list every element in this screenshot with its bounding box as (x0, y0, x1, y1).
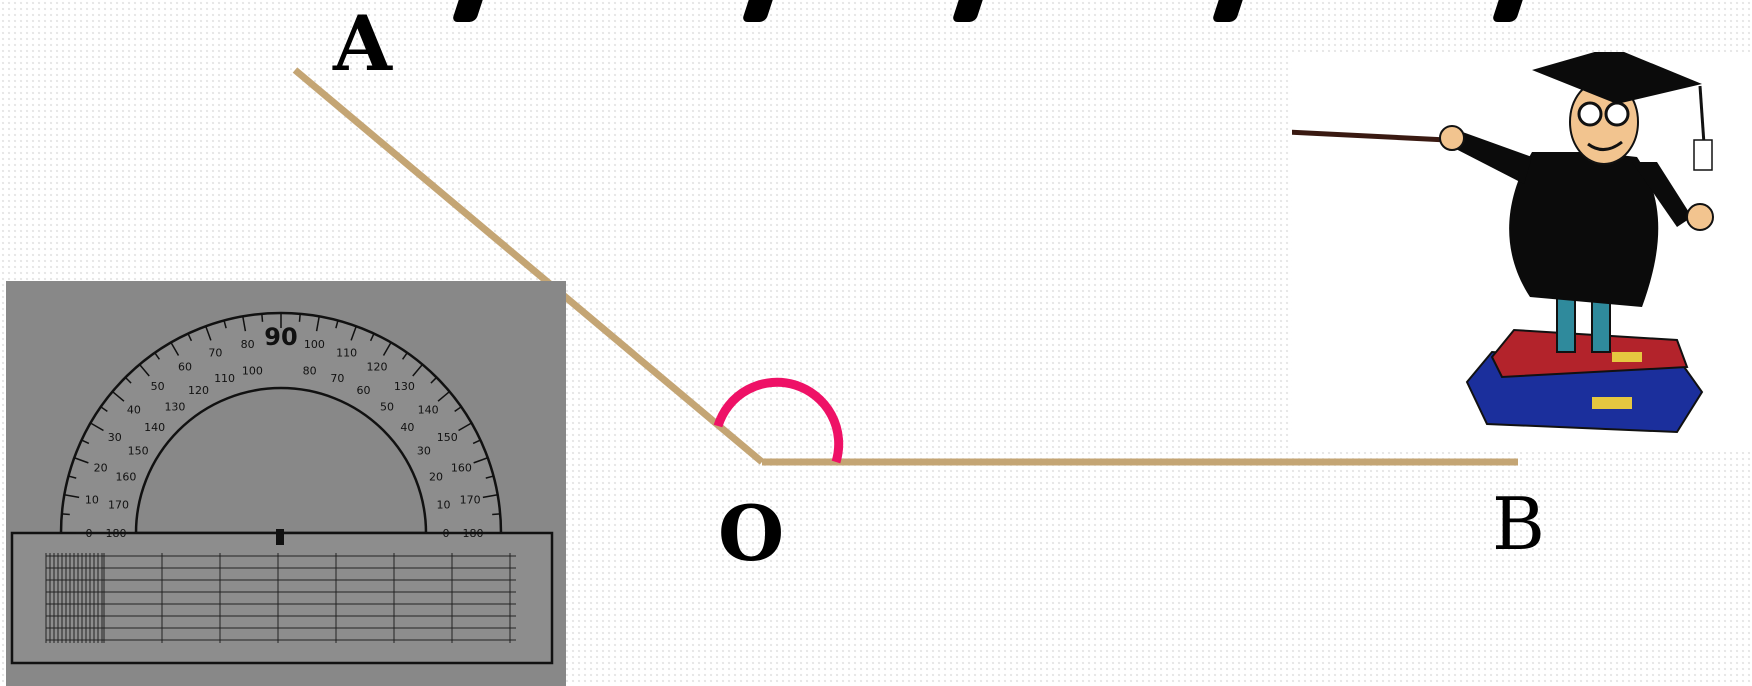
protractor-tick (350, 326, 357, 341)
protractor-inner-label: 30 (417, 445, 431, 458)
protractor-tick (205, 326, 212, 341)
protractor-tick (139, 363, 150, 377)
protractor-tick (223, 320, 227, 329)
protractor-tick (111, 391, 125, 402)
protractor-tick (492, 513, 501, 516)
mortarboard-icon (1532, 47, 1702, 104)
teacher-graduate-clipart (1284, 47, 1752, 452)
protractor-tick (242, 316, 247, 332)
protractor-outer-label: 150 (437, 431, 458, 444)
protractor-tick (315, 316, 320, 332)
protractor-outer-label: 170 (460, 494, 481, 507)
protractor-inner-label: 80 (303, 365, 317, 378)
protractor-inner-label: 50 (380, 401, 394, 414)
protractor-tick (458, 422, 472, 432)
protractor-inner-label: 130 (164, 401, 185, 414)
ray-oa (292, 67, 765, 465)
protractor-outer-label: 140 (418, 404, 439, 417)
protractor-outer-label: 50 (151, 380, 165, 393)
protractor-inner-label: 60 (357, 384, 371, 397)
protractor-tick (430, 376, 438, 384)
protractor-tick (412, 363, 423, 377)
protractor-tick (170, 342, 180, 356)
protractor-inner-label: 140 (144, 421, 165, 434)
protractor-tick (382, 342, 392, 356)
protractor-outer-label: 70 (208, 347, 222, 360)
protractor-inner-label: 160 (115, 471, 136, 484)
books-icon (1465, 328, 1704, 434)
protractor-tick (100, 406, 108, 413)
protractor-base (10, 531, 554, 665)
protractor-tick (187, 333, 193, 342)
protractor-tick (90, 422, 104, 432)
protractor-tick (482, 494, 498, 499)
point-b-label: B (1492, 482, 1545, 566)
protractor-inner-label: 100 (242, 365, 263, 378)
protractor-inner-label: 150 (128, 445, 149, 458)
protractor-outer-label: 30 (108, 431, 122, 444)
protractor-tick (454, 406, 462, 413)
protractor-inner-label: 70 (330, 372, 344, 385)
protractor-tick (68, 475, 77, 479)
protractor-tick (473, 457, 488, 464)
protractor-inner-label: 120 (188, 384, 209, 397)
protractor-outer-label: 10 (85, 494, 99, 507)
protractor-tick (74, 457, 89, 464)
protractor-inner-label: 180 (106, 527, 127, 540)
protractor-tick (61, 513, 70, 516)
angle-arc (713, 377, 844, 464)
protractor-tick (261, 313, 264, 322)
protractor-outer-label: 0 (86, 527, 93, 540)
protractor-outer-label: 100 (304, 338, 325, 351)
robe-icon (1509, 152, 1659, 307)
protractor-outer-label: 180 (463, 527, 484, 540)
protractor-tick (64, 494, 80, 499)
protractor-inner-label: 10 (436, 498, 450, 511)
protractor-inner-label: 40 (400, 421, 414, 434)
protractor-tick (81, 439, 90, 445)
protractor-inner-label: 20 (429, 471, 443, 484)
protractor-outer-label: 120 (367, 361, 388, 374)
protractor-tick (298, 313, 301, 322)
protractor-inner-arc (134, 386, 428, 535)
pointer-stick-icon (1284, 129, 1450, 143)
protractor-tick (335, 320, 339, 329)
protractor-inner-label: 170 (108, 498, 129, 511)
protractor-tick (154, 352, 161, 360)
protractor-outer-label: 40 (127, 404, 141, 417)
protractor-outer-label: 80 (241, 338, 255, 351)
protractor-outer-label: 110 (336, 347, 357, 360)
point-a-label: A (333, 0, 392, 88)
protractor-center-mark (276, 529, 284, 545)
protractor-tick (369, 333, 375, 342)
point-o-label: O (718, 489, 785, 578)
protractor-outer-label: 60 (178, 361, 192, 374)
protractor-outer-label: 160 (451, 461, 472, 474)
protractor-tick (485, 475, 494, 479)
protractor-tick (401, 352, 408, 360)
protractor-tick (437, 391, 451, 402)
protractor-outer-label: 130 (394, 380, 415, 393)
protractor-inner-label: 0 (443, 527, 450, 540)
protractor-inner-label: 110 (214, 372, 235, 385)
protractor-tick (472, 439, 481, 445)
protractor-tick (124, 376, 132, 384)
protractor-outer-label: 20 (94, 461, 108, 474)
protractor-outer-label: 90 (264, 323, 297, 351)
